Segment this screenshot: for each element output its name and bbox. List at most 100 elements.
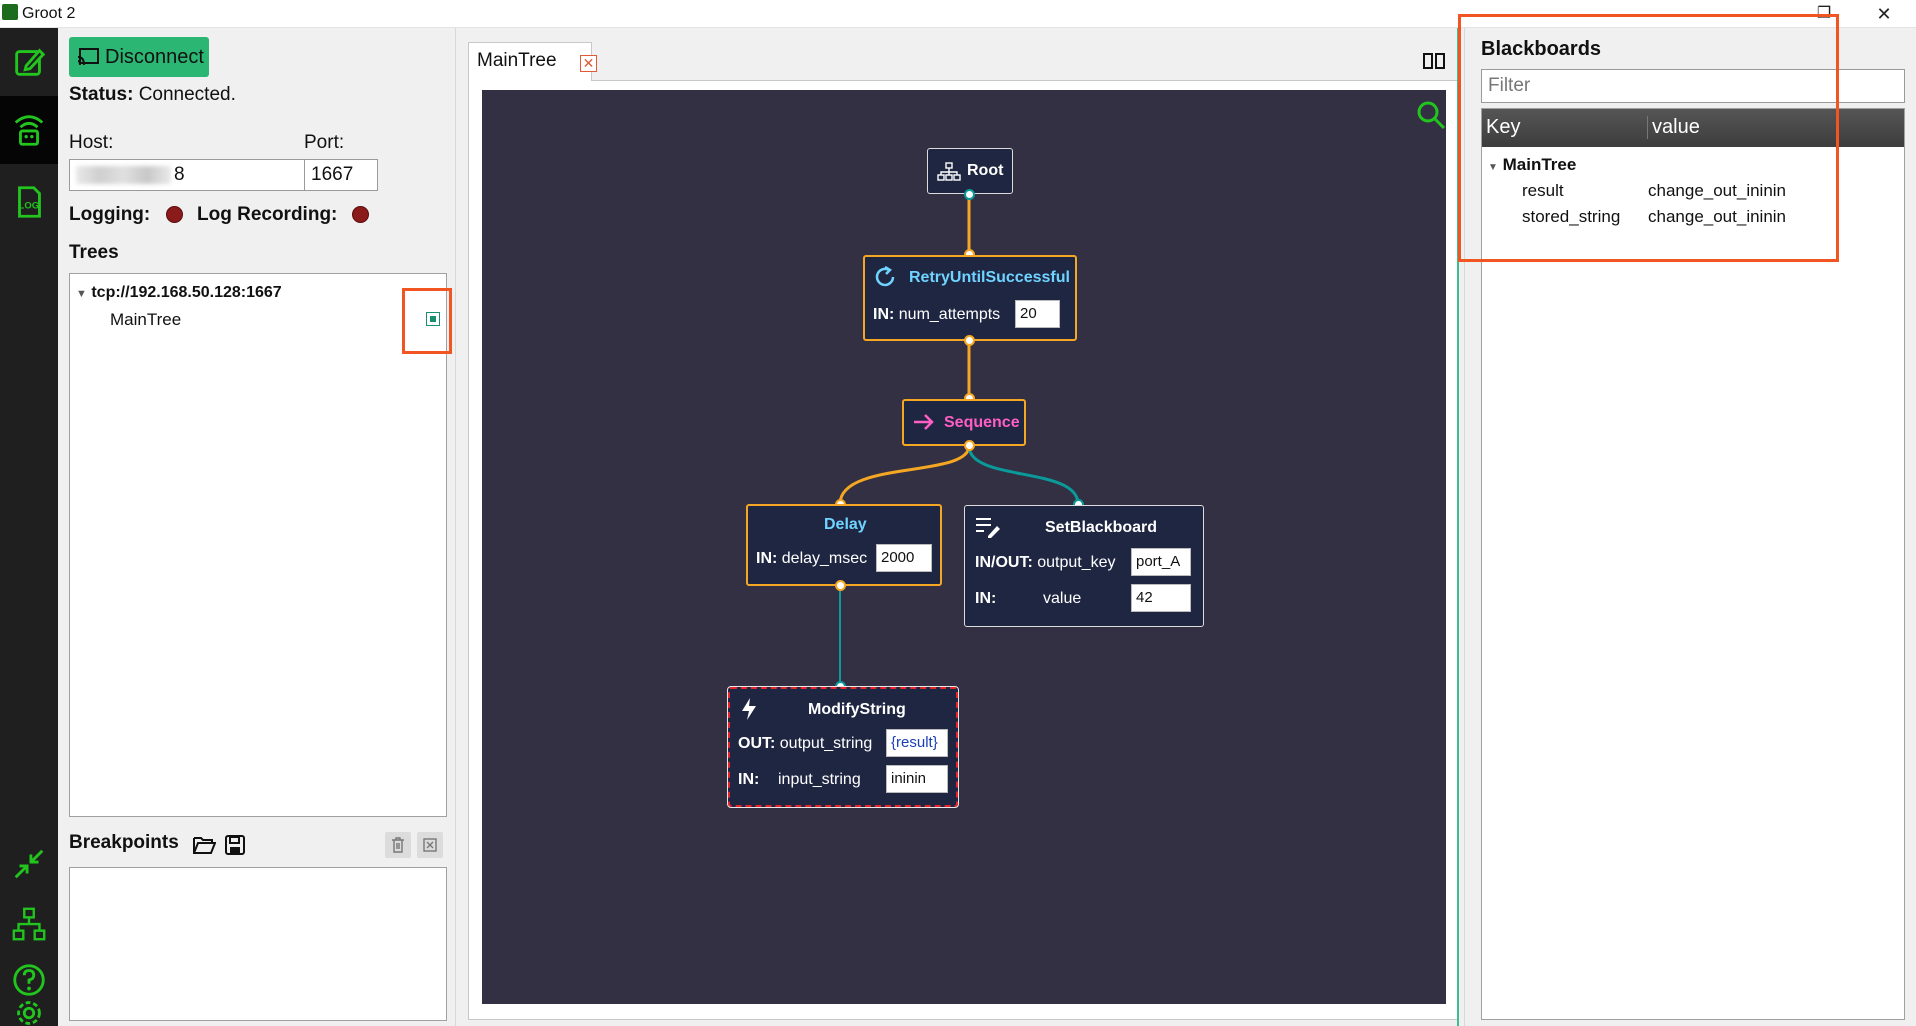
monitor-panel: Disconnect Status: Connected. Host: 8 Po… xyxy=(58,28,456,1026)
splitter[interactable] xyxy=(1457,28,1459,1026)
settings-button[interactable] xyxy=(0,998,58,1026)
node-delay[interactable]: Delay IN: delay_msec 2000 xyxy=(746,504,942,586)
tree-item-connection[interactable]: ▼ tcp://192.168.50.128:1667 xyxy=(76,284,282,302)
node-connections xyxy=(838,194,1080,686)
node-root-label: Root xyxy=(967,162,1004,179)
maximize-button[interactable]: ❐ xyxy=(1816,5,1832,22)
disconnect-button[interactable]: Disconnect xyxy=(69,37,209,77)
retry-output-port[interactable] xyxy=(964,335,975,346)
status-value: Connected. xyxy=(138,84,236,105)
clear-breakpoints-button[interactable] xyxy=(417,832,443,858)
sequence-output-port[interactable] xyxy=(964,440,975,451)
root-output-port[interactable] xyxy=(964,189,975,200)
value-field[interactable]: 42 xyxy=(1131,584,1191,612)
cast-icon xyxy=(77,48,99,66)
logging-indicator[interactable] xyxy=(166,206,183,223)
editor-mode-button[interactable] xyxy=(0,28,58,96)
setbb-port2-name: value xyxy=(1043,590,1082,607)
delay-port-label: IN: delay_msec xyxy=(756,550,868,567)
col-key-header[interactable]: Key xyxy=(1486,116,1521,138)
trees-label: Trees xyxy=(69,242,119,263)
log-icon: LOG xyxy=(18,186,41,218)
help-button[interactable] xyxy=(0,946,58,1014)
modify-port2-name: input_string xyxy=(778,771,861,788)
blackboard-filter-input[interactable]: Filter xyxy=(1481,69,1905,103)
setbb-port1-label: IN/OUT: output_key xyxy=(975,554,1116,571)
log-recording-indicator[interactable] xyxy=(352,206,369,223)
modify-port2-label: IN: xyxy=(738,771,760,788)
log-recording-label: Log Recording: xyxy=(197,204,338,225)
port-field[interactable]: 1667 xyxy=(304,159,378,191)
output-string-field[interactable]: {result} xyxy=(886,729,948,757)
window-title: Groot 2 xyxy=(22,5,76,22)
tree-layout-button[interactable] xyxy=(0,890,58,958)
host-field[interactable]: 8 xyxy=(69,159,311,191)
log-mode-button[interactable]: LOG xyxy=(0,168,58,236)
settings-icon xyxy=(17,1001,41,1025)
node-sequence-label: Sequence xyxy=(944,414,1020,431)
num-attempts-field[interactable]: 20 xyxy=(1015,300,1060,328)
expand-arrow-icon: ▼ xyxy=(76,288,87,300)
input-string-field[interactable]: ininin xyxy=(886,765,948,793)
tab-close-button[interactable]: ✕ xyxy=(580,55,597,72)
edit-icon xyxy=(15,48,46,76)
tab-maintree[interactable]: MainTree ✕ xyxy=(468,42,597,81)
delay-output-port[interactable] xyxy=(835,580,846,591)
redacted-host xyxy=(76,166,171,184)
tree-canvas[interactable]: Root RetryUntilSuccessful IN: num_attemp… xyxy=(482,90,1446,1004)
node-modifystring[interactable]: ModifyString OUT: output_string {result}… xyxy=(727,686,959,808)
delete-breakpoint-button[interactable] xyxy=(385,832,411,858)
logging-label: Logging: xyxy=(69,204,151,225)
blackboards-title: Blackboards xyxy=(1481,38,1602,60)
monitor-icon xyxy=(14,115,44,146)
bb-value-result[interactable]: change_out_ininin xyxy=(1648,181,1787,200)
save-icon[interactable] xyxy=(224,834,246,856)
annotation-highlight-box xyxy=(402,288,452,354)
clear-icon xyxy=(423,838,437,852)
host-value: 8 xyxy=(174,164,185,185)
node-setblackboard[interactable]: SetBlackboard IN/OUT: output_key port_A … xyxy=(964,505,1204,627)
annotation-highlight-box xyxy=(1458,14,1839,262)
setbb-port2-label: IN: xyxy=(975,590,997,607)
help-icon xyxy=(13,964,45,996)
expand-arrow-icon: ▼ xyxy=(1488,162,1498,173)
monitor-mode-button[interactable] xyxy=(0,96,58,164)
disconnect-label: Disconnect xyxy=(105,45,204,68)
editor-area: MainTree ✕ Root RetryUntil xyxy=(456,28,1464,1026)
zoom-fit-icon[interactable] xyxy=(1416,100,1446,130)
bb-key-stored-string[interactable]: stored_string xyxy=(1522,207,1621,226)
collapse-icon xyxy=(14,849,44,879)
node-retry-label: RetryUntilSuccessful xyxy=(909,269,1070,286)
bb-value-stored-string[interactable]: change_out_ininin xyxy=(1648,207,1787,226)
output-key-field[interactable]: port_A xyxy=(1131,548,1191,576)
host-label: Host: xyxy=(69,132,114,153)
open-folder-icon[interactable] xyxy=(192,834,216,856)
tree-item-maintree[interactable]: MainTree xyxy=(110,310,182,329)
trash-icon xyxy=(392,837,404,853)
blackboard-group-maintree[interactable]: ▼ MainTree xyxy=(1488,155,1577,174)
split-view-icon[interactable] xyxy=(1423,53,1445,69)
status-label: Status: xyxy=(69,84,134,105)
collapse-button[interactable] xyxy=(0,830,58,898)
node-root[interactable]: Root xyxy=(927,148,1013,194)
delay-msec-field[interactable]: 2000 xyxy=(876,544,932,572)
col-value-header[interactable]: value xyxy=(1647,116,1700,139)
root-tree-icon xyxy=(937,162,961,181)
tree-root-label: tcp://192.168.50.128:1667 xyxy=(91,284,282,301)
node-sequence[interactable]: Sequence xyxy=(902,399,1026,446)
tree-layout-icon xyxy=(12,907,46,941)
breakpoints-list xyxy=(69,867,447,1021)
app-logo-icon xyxy=(2,4,18,20)
modify-port1-label: OUT: output_string xyxy=(738,735,873,752)
close-window-button[interactable]: ✕ xyxy=(1876,4,1892,24)
tree-visible-checkbox[interactable] xyxy=(426,312,440,326)
bb-key-result[interactable]: result xyxy=(1522,181,1564,200)
node-retry-until-successful[interactable]: RetryUntilSuccessful IN: num_attempts 20 xyxy=(863,255,1077,341)
svg-text:LOG: LOG xyxy=(19,201,40,212)
table-header: Key value xyxy=(1482,109,1904,147)
retry-icon xyxy=(875,265,895,287)
action-bolt-icon xyxy=(742,698,756,720)
node-delay-label: Delay xyxy=(824,516,867,533)
port-label: Port: xyxy=(304,132,345,153)
